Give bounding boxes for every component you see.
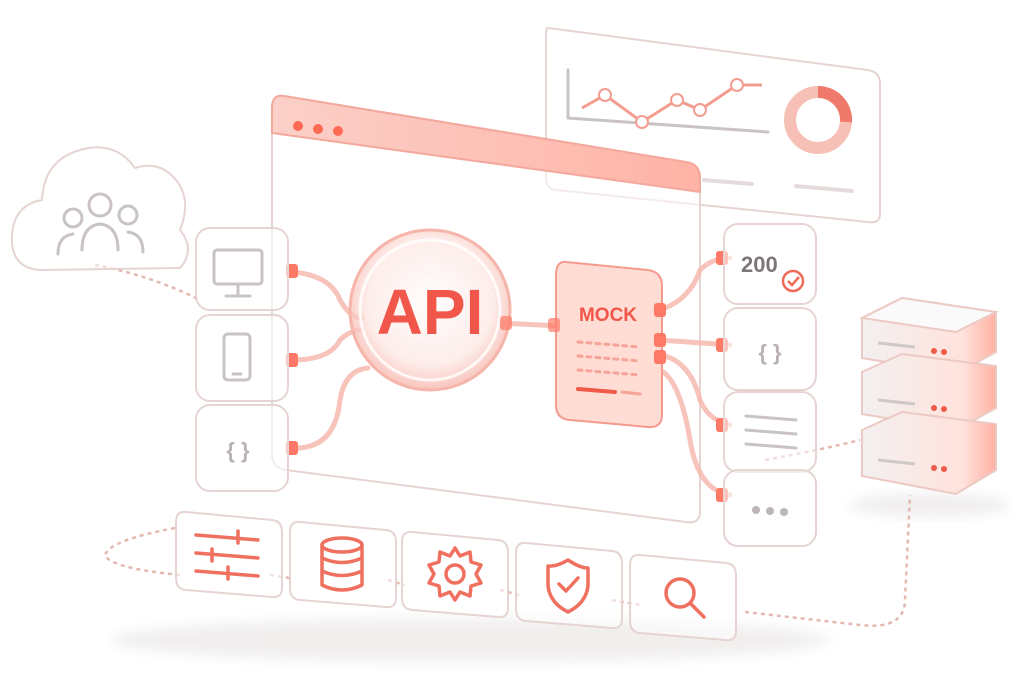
donut-chart-icon (784, 85, 853, 154)
json-tile: { } (723, 307, 817, 391)
text-lines-icon (744, 414, 798, 450)
database-tile (289, 520, 397, 609)
api-hub: API (348, 228, 512, 392)
ellipsis-tile (723, 469, 817, 547)
text-lines-tile (723, 391, 817, 473)
client-tiles: { } (195, 227, 289, 492)
shield-check-icon (546, 558, 590, 614)
json-braces-icon: { } (758, 340, 782, 365)
server-unit (858, 296, 1000, 376)
monitor-tile (195, 227, 289, 311)
response-tiles: 200 { } (723, 223, 817, 547)
check-circle-icon (781, 269, 805, 293)
api-label: API (377, 276, 484, 348)
code-braces-icon: { } (226, 438, 250, 463)
database-icon (320, 536, 364, 592)
code-tile: { } (195, 404, 289, 492)
sliders-icon (194, 529, 260, 581)
mock-label: MOCK (579, 305, 637, 326)
tool-tiles (175, 510, 737, 642)
mobile-tile (195, 314, 289, 402)
users-cloud-icon (10, 146, 189, 272)
status-tile: 200 (723, 223, 817, 305)
server-stack-icon (858, 296, 1000, 496)
server-unit (861, 352, 997, 432)
search-tile (629, 553, 737, 642)
line-chart-icon (566, 68, 770, 134)
mobile-icon (222, 332, 252, 382)
ellipsis-icon (752, 506, 788, 516)
status-200-label: 200 (741, 252, 778, 277)
mock-document: MOCK (555, 260, 663, 429)
shield-tile (515, 541, 623, 630)
monitor-icon (212, 248, 264, 298)
search-icon (664, 577, 706, 619)
sliders-tile (175, 510, 283, 599)
server-unit (861, 410, 997, 496)
gear-tile (401, 530, 509, 619)
window-controls (293, 121, 343, 136)
gear-icon (427, 546, 483, 602)
